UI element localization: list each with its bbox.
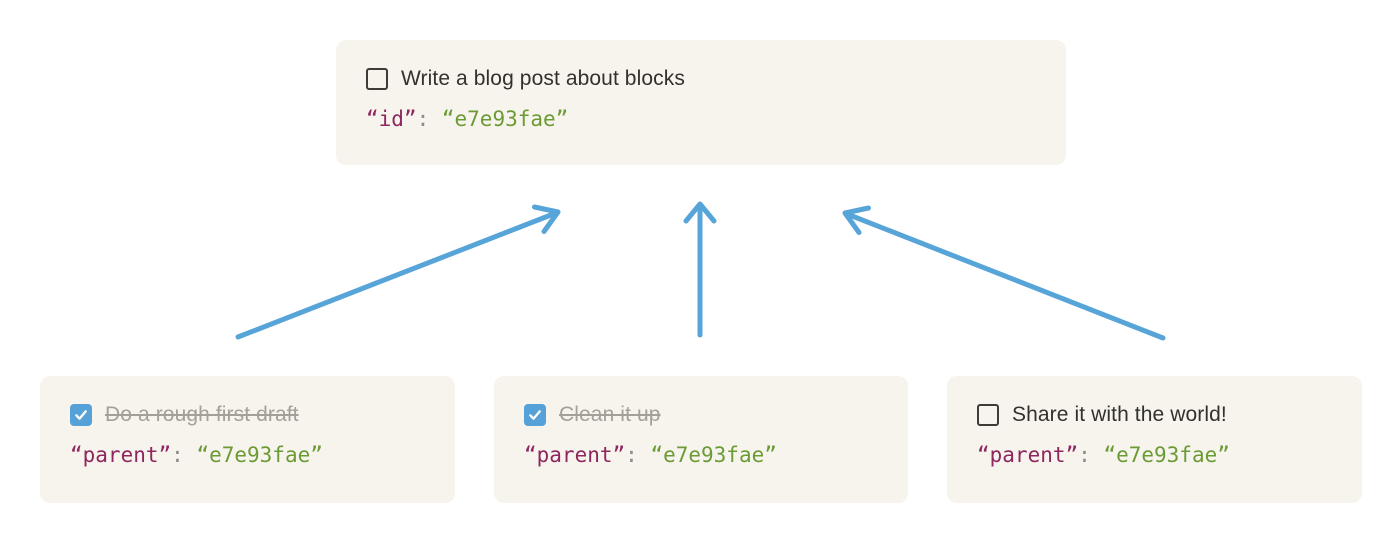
code-colon: :: [625, 443, 651, 468]
code-value: “e7e93fae”: [1103, 443, 1230, 468]
task-row: Do a rough first draft: [70, 402, 425, 427]
code-line: “id”: “e7e93fae”: [366, 107, 1036, 132]
checkmark-icon: [75, 409, 87, 420]
code-key: “parent”: [977, 443, 1079, 468]
code-key: “parent”: [524, 443, 626, 468]
code-key: “parent”: [70, 443, 172, 468]
checkbox-unchecked-icon[interactable]: [366, 67, 388, 90]
code-line: “parent”: “e7e93fae”: [977, 443, 1332, 468]
checkbox-unchecked-icon[interactable]: [977, 403, 999, 426]
code-key: “id”: [366, 107, 417, 132]
parent-task-card: Write a blog post about blocks “id”: “e7…: [336, 40, 1066, 165]
task-label: Write a blog post about blocks: [401, 67, 685, 90]
task-label: Share it with the world!: [1012, 403, 1227, 426]
arrow-middle-to-parent-icon: [683, 201, 717, 338]
code-line: “parent”: “e7e93fae”: [524, 443, 878, 468]
arrow-right-to-parent-icon: [842, 205, 1166, 341]
code-colon: :: [416, 107, 442, 132]
task-label: Clean it up: [559, 403, 661, 426]
task-row: Write a blog post about blocks: [366, 66, 1036, 91]
code-value: “e7e93fae”: [196, 443, 323, 468]
checkmark-icon: [529, 409, 541, 420]
child-task-card-draft: Do a rough first draft “parent”: “e7e93f…: [40, 376, 455, 503]
checkbox-checked-icon[interactable]: [524, 403, 546, 426]
task-row: Clean it up: [524, 402, 878, 427]
child-task-card-clean: Clean it up “parent”: “e7e93fae”: [494, 376, 908, 503]
child-task-card-share: Share it with the world! “parent”: “e7e9…: [947, 376, 1362, 503]
arrow-left-to-parent-icon: [235, 204, 561, 340]
code-colon: :: [171, 443, 197, 468]
task-label: Do a rough first draft: [105, 403, 299, 426]
checkbox-checked-icon[interactable]: [70, 403, 92, 426]
code-colon: :: [1078, 443, 1104, 468]
code-line: “parent”: “e7e93fae”: [70, 443, 425, 468]
code-value: “e7e93fae”: [441, 107, 569, 132]
code-value: “e7e93fae”: [650, 443, 777, 468]
task-row: Share it with the world!: [977, 402, 1332, 427]
